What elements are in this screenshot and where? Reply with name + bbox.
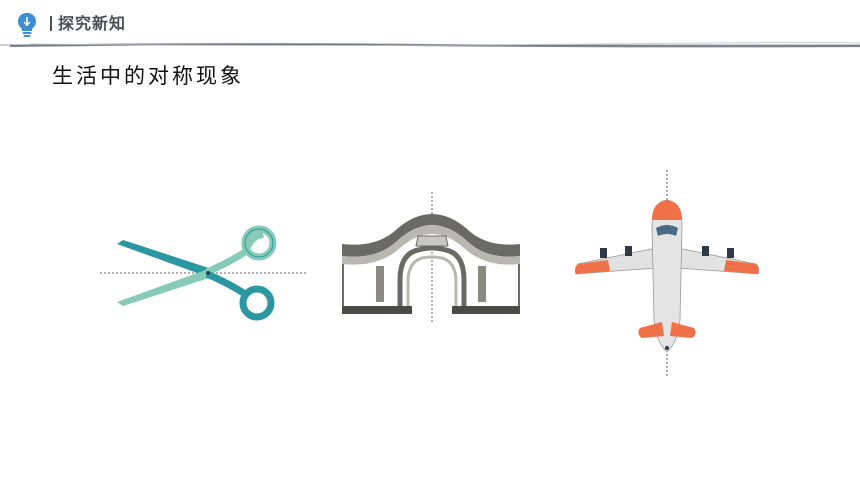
airplane-icon xyxy=(574,170,760,376)
header-title: 探究新知 xyxy=(50,13,126,35)
section-subtitle: 生活中的对称现象 xyxy=(52,64,244,88)
header-divider xyxy=(0,42,860,48)
lightbulb-icon xyxy=(18,13,36,37)
header-bar: 探究新知 xyxy=(0,0,860,48)
arch-gate-icon xyxy=(342,192,520,324)
scissors-icon xyxy=(100,225,307,321)
